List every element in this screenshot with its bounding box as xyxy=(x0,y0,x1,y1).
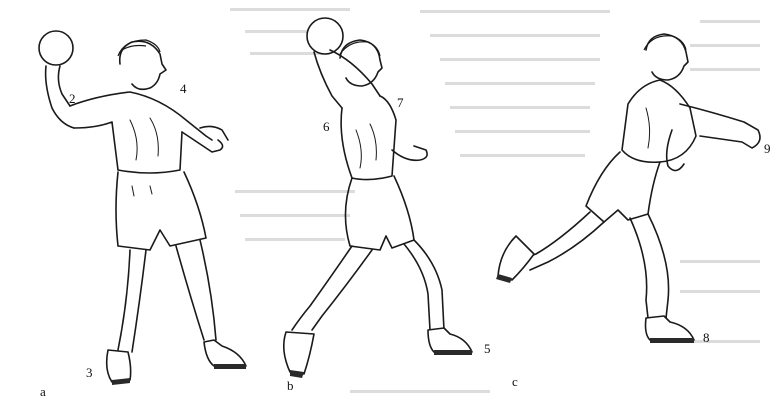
ball-b xyxy=(307,18,343,54)
marker-4: 4 xyxy=(180,82,187,95)
marker-2: 2 xyxy=(69,92,76,105)
panel-label-a: a xyxy=(40,385,46,398)
figure-b-player xyxy=(284,18,472,378)
marker-8: 8 xyxy=(703,331,710,344)
marker-7: 7 xyxy=(397,96,404,109)
panel-label-b: b xyxy=(287,379,294,392)
marker-6: 6 xyxy=(323,120,330,133)
marker-5: 5 xyxy=(484,342,491,355)
ball-a xyxy=(39,31,73,65)
marker-3: 3 xyxy=(86,366,93,379)
marker-9: 9 xyxy=(764,142,771,155)
figure-c-player xyxy=(496,34,760,343)
panel-label-c: c xyxy=(512,375,518,388)
figure-a-player xyxy=(39,31,246,385)
